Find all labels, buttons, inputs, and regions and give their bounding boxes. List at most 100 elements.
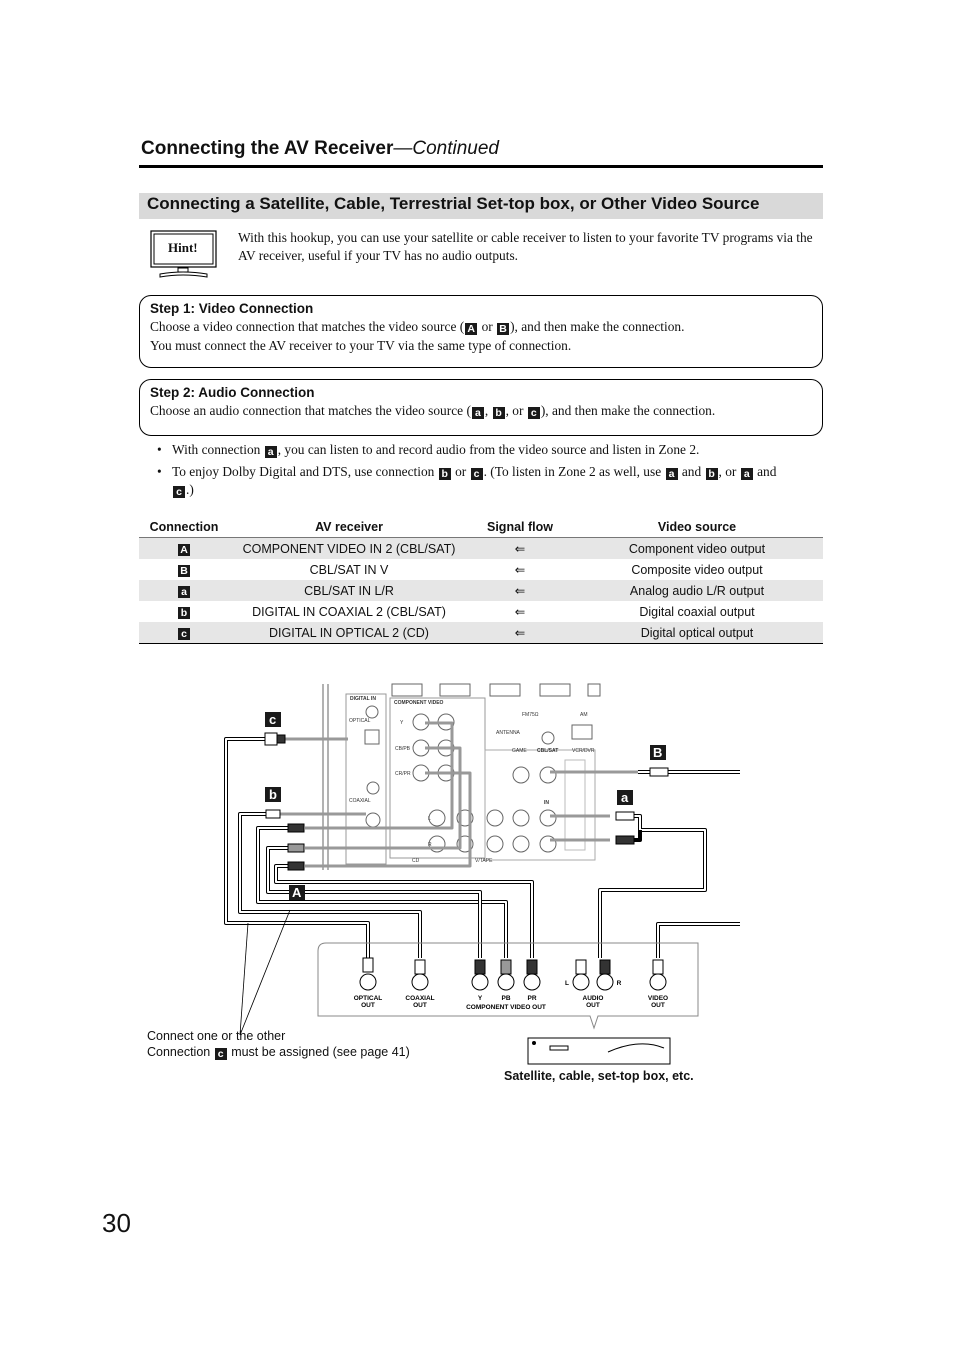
cell-receiver: DIGITAL IN OPTICAL 2 (CD) xyxy=(269,625,429,640)
output-label: VIDEO xyxy=(648,995,668,1002)
header-continued: —Continued xyxy=(393,138,499,159)
key-badge: a xyxy=(665,468,678,480)
cell-source: Digital coaxial output xyxy=(639,604,755,619)
hint-text: With this hookup, you can use your satel… xyxy=(238,230,813,263)
cell-source: Digital optical output xyxy=(640,625,754,640)
step1-line1: Choose a video connection that matches t… xyxy=(150,319,684,335)
bullet-text: With connection xyxy=(172,442,264,457)
cell-flow: ⇐ xyxy=(514,626,526,640)
output-label: COMPONENT VIDEO OUT xyxy=(466,1004,546,1011)
panel-label: CR/PR xyxy=(395,771,411,777)
output-label: OUT xyxy=(586,1002,600,1009)
panel-label: CD xyxy=(412,858,420,864)
panel-label: COMPONENT VIDEO xyxy=(394,700,444,706)
note-text: must be assigned (see page 41) xyxy=(227,1045,410,1059)
panel-label: VCR/DVR xyxy=(572,748,595,754)
header-rule xyxy=(139,165,823,168)
diagram-note2: Connection c must be assigned (see page … xyxy=(147,1045,410,1060)
callout-keys: c b A B a xyxy=(265,712,666,900)
step1-box xyxy=(139,295,823,368)
callout-key-a xyxy=(617,790,633,805)
panel-label: V/TAPE xyxy=(475,858,493,864)
table-header-row: Connection AV receiver Signal flow Video… xyxy=(139,517,823,538)
page-number: 30 xyxy=(102,1208,131,1238)
header-title-text: Connecting the AV Receiver xyxy=(141,138,394,159)
col-header: Connection xyxy=(149,520,219,534)
callout-text: a xyxy=(621,790,629,805)
hint-label: Hint! xyxy=(168,240,198,255)
step2-sep: , xyxy=(484,403,492,418)
col-header: Signal flow xyxy=(487,520,553,534)
col-header: AV receiver xyxy=(315,520,383,534)
bullet-text: .) xyxy=(186,482,194,497)
step2-sep: , or xyxy=(505,403,527,418)
output-label: Y xyxy=(478,995,483,1002)
notes-list: With connection a, you can listen to and… xyxy=(154,441,822,503)
key-badge: c xyxy=(527,407,540,419)
panel-labels: DIGITAL IN OPTICAL COAXIAL COMPONENT VID… xyxy=(349,696,595,864)
step1-title: Step 1: Video Connection xyxy=(150,301,314,316)
connection-diagram: DIGITAL IN OPTICAL COAXIAL COMPONENT VID… xyxy=(224,683,740,1065)
step1-line2: You must connect the AV receiver to your… xyxy=(150,338,572,353)
callout-key-A xyxy=(289,885,305,900)
key-badge: A xyxy=(465,323,478,335)
panel-label: IN xyxy=(544,800,549,806)
bullet-text: and xyxy=(753,464,777,479)
receiver-back-panel xyxy=(322,683,601,870)
callout-key-B xyxy=(650,745,666,760)
output-label: OUT xyxy=(361,1002,375,1009)
section-title: Connecting a Satellite, Cable, Terrestri… xyxy=(147,194,760,213)
source-output-panel: OPTICAL OUT COAXIAL OUT Y PB PR COMPONEN… xyxy=(317,942,699,1030)
list-item: With connection a, you can listen to and… xyxy=(154,441,822,459)
key-badge: c xyxy=(173,486,185,498)
diagram-note1: Connect one or the other xyxy=(147,1029,286,1043)
step2-line1-b: ), and then make the connection. xyxy=(540,403,716,418)
callout-text: c xyxy=(269,712,276,727)
key-badge: a xyxy=(178,586,190,598)
key-badge: a xyxy=(264,446,277,458)
panel-label: DIGITAL IN xyxy=(350,696,376,702)
cell-receiver: COMPONENT VIDEO IN 2 (CBL/SAT) xyxy=(242,541,456,556)
cell-source: Composite video output xyxy=(631,562,763,577)
key-badge: b xyxy=(438,468,451,480)
output-label: L xyxy=(565,980,569,987)
key-badge: c xyxy=(470,468,483,480)
page-header-title: Connecting the AV Receiver—Continued xyxy=(141,138,499,160)
output-label: OUT xyxy=(651,1002,665,1009)
key-badge: B xyxy=(497,323,510,335)
cell-receiver: CBL/SAT IN V xyxy=(309,562,389,577)
cable-plugs xyxy=(264,732,669,871)
cell-flow: ⇐ xyxy=(514,542,526,556)
output-label: R xyxy=(617,980,622,987)
panel-label: GAME xyxy=(512,748,527,754)
cables xyxy=(224,721,740,958)
panel-label: Y xyxy=(400,720,404,726)
cell-key: c xyxy=(139,622,229,644)
key-badge: b xyxy=(705,468,718,480)
output-label: COAXIAL xyxy=(405,995,434,1002)
cell-receiver: DIGITAL IN COAXIAL 2 (CBL/SAT) xyxy=(252,604,446,619)
output-label: OPTICAL xyxy=(354,995,383,1002)
key-badge: c xyxy=(214,1048,227,1060)
device-caption: Satellite, cable, set-top box, etc. xyxy=(504,1069,694,1083)
annotation-lines xyxy=(239,909,291,1036)
step2-line1-a: Choose an audio connection that matches … xyxy=(150,403,471,418)
key-badge: B xyxy=(178,565,190,577)
key-badge: a xyxy=(740,468,753,480)
step2-box xyxy=(139,379,823,436)
key-badge: a xyxy=(471,407,484,419)
key-badge: b xyxy=(492,407,505,419)
col-header: Video source xyxy=(657,520,737,534)
callout-key-b xyxy=(265,787,281,802)
bullet-text: or xyxy=(451,464,470,479)
step2-title: Step 2: Audio Connection xyxy=(150,385,315,400)
panel-label: AM xyxy=(580,712,588,718)
bullet-text: and xyxy=(678,464,705,479)
bullet-text: , you can listen to and record audio fro… xyxy=(277,442,700,457)
panel-label: L xyxy=(428,816,431,822)
callout-text: A xyxy=(292,885,302,900)
table-row: c DIGITAL IN OPTICAL 2 (CD) ⇐ Digital optic… xyxy=(139,622,823,644)
